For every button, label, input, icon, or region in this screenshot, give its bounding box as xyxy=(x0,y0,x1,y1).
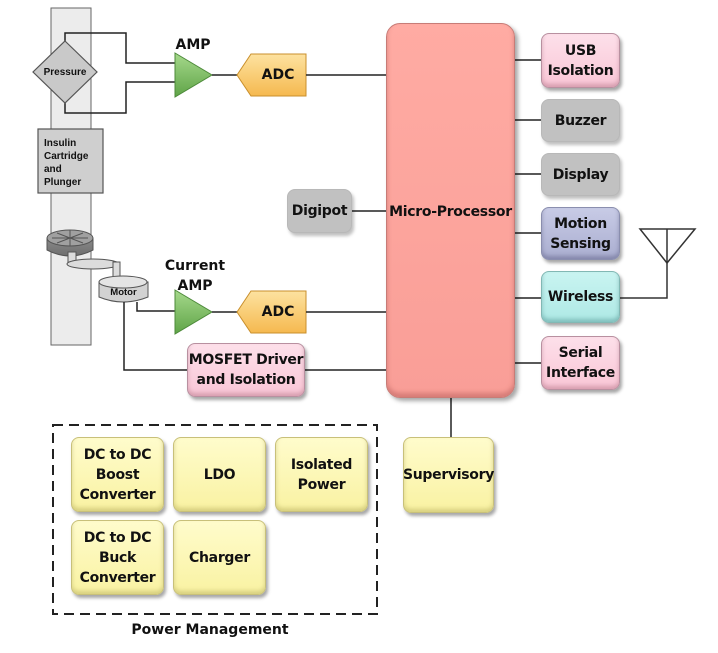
ldo-block: LDO xyxy=(173,437,266,512)
charger-label: Charger xyxy=(189,549,250,566)
amp-triangle xyxy=(174,52,213,98)
serial-line: Serial xyxy=(558,345,603,361)
current-amp-label: Current AMP xyxy=(160,256,230,296)
motion-line: Sensing xyxy=(550,235,611,252)
usb-isolation-block: USB Isolation xyxy=(541,33,620,88)
charger-block: Charger xyxy=(173,520,266,595)
buck-line: DC to DC xyxy=(83,529,152,546)
digipot-label: Digipot xyxy=(291,203,348,219)
insulin-line: Insulin xyxy=(44,138,77,149)
buck-line: Converter xyxy=(79,569,156,586)
isolated-line: Power xyxy=(297,476,346,493)
motor-label: Motor xyxy=(110,287,137,298)
current-amp-line: AMP xyxy=(177,278,213,294)
boost-line: Converter xyxy=(79,486,156,503)
buzzer-block: Buzzer xyxy=(541,99,620,142)
buck-converter-block: DC to DC Buck Converter xyxy=(71,520,164,595)
wireless-label: Wireless xyxy=(547,289,614,305)
amp-label: AMP xyxy=(175,37,211,53)
pressure-wires xyxy=(64,32,176,114)
boost-line: Boost xyxy=(95,466,140,483)
serial-interface-block: Serial Interface xyxy=(541,336,620,390)
pressure-label: Pressure xyxy=(43,67,87,78)
isolated-power-block: Isolated Power xyxy=(275,437,368,512)
motor xyxy=(98,275,149,303)
drive-linkage xyxy=(66,251,121,279)
buzzer-label: Buzzer xyxy=(554,112,607,129)
buck-line: Buck xyxy=(98,549,137,566)
isolated-line: Isolated xyxy=(290,456,353,473)
boost-line: DC to DC xyxy=(83,446,152,463)
serial-line: Interface xyxy=(546,365,615,381)
pressure-sensor xyxy=(32,40,98,104)
mosfet-line: and Isolation xyxy=(196,372,296,388)
ldo-label: LDO xyxy=(203,466,236,483)
display-label: Display xyxy=(552,166,609,183)
boost-converter-block: DC to DC Boost Converter xyxy=(71,437,164,512)
insulin-line: Cartridge xyxy=(44,151,89,162)
mosfet-driver-block: MOSFET Driver and Isolation xyxy=(187,343,305,397)
adc2-label: ADC xyxy=(261,304,295,320)
mosfet-line: MOSFET Driver xyxy=(188,352,304,368)
insulin-cartridge-label: Insulin Cartridge and Plunger xyxy=(44,137,88,189)
supervisory-block: Supervisory xyxy=(403,437,494,513)
current-amp-line: Current xyxy=(164,258,226,274)
microprocessor-label: Micro-Processor xyxy=(389,204,512,220)
peripheral-wires xyxy=(450,59,541,437)
digipot-block: Digipot xyxy=(287,189,352,233)
motion-line: Motion xyxy=(554,215,607,232)
power-management-label: Power Management xyxy=(131,622,289,638)
wireless-block: Wireless xyxy=(541,271,620,323)
adc1-label: ADC xyxy=(261,67,295,83)
motor-wires xyxy=(123,302,188,371)
insulin-cartridge xyxy=(37,128,104,194)
usb-line: USB xyxy=(564,42,597,59)
current-amp-triangle xyxy=(174,289,213,335)
plunger-gear-icon xyxy=(46,229,94,257)
motion-sensing-block: Motion Sensing xyxy=(541,207,620,260)
microprocessor-block: Micro-Processor xyxy=(386,23,515,398)
display-block: Display xyxy=(541,153,620,196)
usb-line: Isolation xyxy=(547,62,614,79)
supervisory-label: Supervisory xyxy=(402,467,495,483)
power-management-group xyxy=(52,424,378,615)
insulin-line: and xyxy=(44,164,62,175)
antenna-icon xyxy=(620,228,697,299)
insulin-line: Plunger xyxy=(44,177,82,188)
